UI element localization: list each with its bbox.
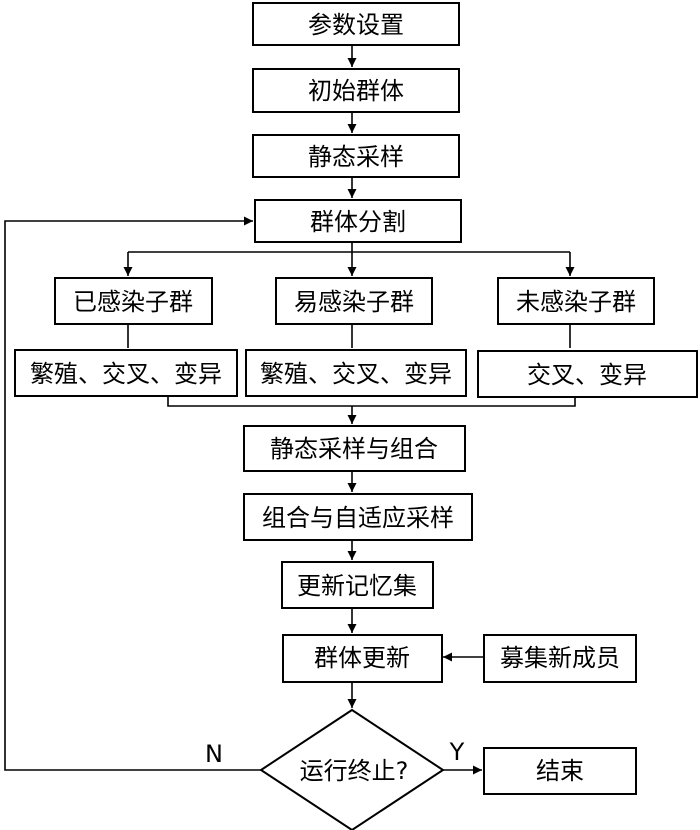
- node-label: 静态采样与组合: [270, 435, 438, 463]
- node-param-setup: 参数设置: [252, 2, 460, 46]
- edge-decision-no-loop: [4, 216, 261, 771]
- branch-label-yes: Y: [449, 738, 465, 766]
- node-label: 未感染子群: [516, 288, 636, 316]
- node-update-memory: 更新记忆集: [281, 561, 434, 609]
- node-population-update: 群体更新: [282, 634, 443, 683]
- node-ops-infected: 繁殖、交叉、变异: [14, 349, 238, 397]
- branch-label-no: N: [205, 740, 223, 768]
- node-ops-susceptible: 繁殖、交叉、变异: [245, 349, 467, 397]
- edge-merge-bus: [167, 396, 576, 407]
- node-label: 已感染子群: [73, 288, 193, 316]
- node-ops-uninfected: 交叉、变异: [477, 350, 698, 398]
- node-static-sampling: 静态采样: [252, 134, 460, 178]
- node-label: 繁殖、交叉、变异: [260, 360, 452, 388]
- node-label: 群体分割: [310, 208, 406, 236]
- node-label: 结束: [536, 757, 584, 785]
- node-label: 静态采样: [308, 143, 404, 171]
- node-label: 繁殖、交叉、变异: [30, 360, 222, 388]
- node-recruit: 募集新成员: [483, 634, 637, 683]
- decision-label: 运行终止?: [300, 757, 409, 785]
- node-label: 组合与自适应采样: [262, 504, 454, 532]
- node-label: 交叉、变异: [527, 361, 647, 389]
- node-label: 更新记忆集: [297, 572, 417, 600]
- node-label: 群体更新: [314, 644, 410, 672]
- node-label: 易感染子群: [294, 288, 414, 316]
- node-label: 参数设置: [308, 11, 404, 39]
- node-label: 募集新成员: [500, 644, 620, 672]
- node-uninfected-subgroup: 未感染子群: [497, 277, 655, 325]
- node-terminate-decision: 运行终止?: [259, 708, 445, 830]
- node-init-population: 初始群体: [252, 68, 460, 113]
- node-combine-adaptive: 组合与自适应采样: [243, 493, 473, 541]
- node-label: 初始群体: [308, 77, 404, 105]
- node-population-split: 群体分割: [254, 199, 462, 243]
- flow-edges: [4, 45, 576, 775]
- node-end: 结束: [483, 747, 637, 795]
- node-infected-subgroup: 已感染子群: [54, 277, 213, 325]
- node-susceptible-subgroup: 易感染子群: [275, 277, 433, 325]
- node-static-sampling-combine: 静态采样与组合: [243, 425, 466, 472]
